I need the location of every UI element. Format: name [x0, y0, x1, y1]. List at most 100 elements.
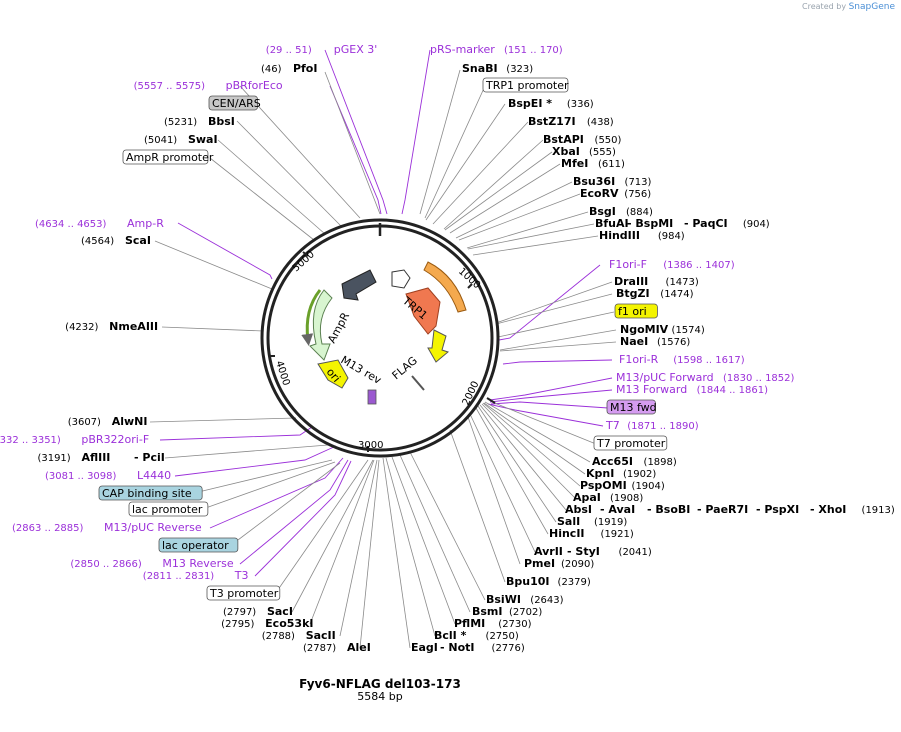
credit-prefix: Created by [802, 2, 847, 11]
site-label: ApaI(1908) [573, 491, 643, 504]
site-position: (555) [589, 147, 616, 158]
enzyme-name: EcoRV [580, 187, 619, 200]
site-position: (611) [598, 159, 625, 170]
feature-box [128, 501, 209, 517]
site-label: - PciI [134, 451, 165, 464]
site-label: EagI [411, 641, 438, 654]
enzyme-name: BsiWI [486, 593, 521, 606]
site-label: pGEX 3'(29 .. 51) [266, 43, 378, 56]
site-label: BstZ17I(438) [528, 115, 614, 128]
site-position: (1913) [862, 505, 895, 516]
enzyme-name: SacII [306, 629, 336, 642]
feature-name: TRP1 promoter [485, 79, 569, 92]
site-label: T7(1871 .. 1890) [605, 419, 699, 432]
enzyme-name: NgoMIV [620, 323, 669, 336]
site-label: BbsI(5231) [164, 115, 235, 128]
site-label: Eco53kI(2795) [221, 617, 313, 630]
site-position: (2788) [262, 631, 295, 642]
site-position: (1902) [623, 469, 656, 480]
primer-name: M13/pUC Forward [616, 371, 714, 384]
site-label: - XhoI(1913) [810, 503, 895, 516]
enzyme-name: - PaeR7I [697, 503, 748, 516]
site-label: BfuAI [595, 217, 629, 230]
feature-box [206, 585, 281, 601]
site-label: HindIII(984) [599, 229, 685, 242]
enzyme-name: HincII [549, 527, 585, 540]
enzyme-name: PflMI [454, 617, 485, 630]
ori-arrow [317, 359, 349, 389]
site-label: F1ori-R(1598 .. 1617) [619, 353, 745, 366]
feature-name: T7 promoter [596, 437, 666, 450]
site-label: M13/pUC Reverse(2863 .. 2885) [12, 521, 202, 534]
enzyme-name: PfoI [293, 62, 318, 75]
site-position: (884) [626, 207, 653, 218]
site-label: NmeAIII(4232) [65, 320, 158, 333]
site-label: - PspXI [756, 503, 799, 516]
site-label: - AvaI [600, 503, 635, 516]
site-label: ScaI(4564) [81, 234, 151, 247]
site-position: (1574) [672, 325, 705, 336]
feature-box [98, 485, 203, 501]
site-position: (438) [587, 117, 614, 128]
enzyme-name: - NotI [440, 641, 475, 654]
site-position: (3607) [68, 417, 101, 428]
site-position: (2863 .. 2885) [12, 523, 84, 534]
site-position: (3191) [37, 453, 70, 464]
enzyme-name: NmeAIII [109, 320, 158, 333]
enzyme-name: NaeI [620, 335, 648, 348]
site-label: XbaI(555) [552, 145, 616, 158]
site-label: SalI(1919) [557, 515, 627, 528]
enzyme-name: SalI [557, 515, 580, 528]
enzyme-name: Eco53kI [265, 617, 313, 630]
feature-box [122, 149, 209, 165]
site-label: PspOMI(1904) [580, 479, 665, 492]
site-position: (1474) [660, 289, 693, 300]
feature-name: CAP binding site [102, 487, 192, 500]
f1-ori-arrow [423, 261, 467, 313]
feature-name: T3 promoter [209, 587, 279, 600]
enzyme-name: AflIII [81, 451, 110, 464]
enzyme-name: - PaqCI [684, 217, 728, 230]
site-label: PflMI(2730) [454, 617, 532, 630]
site-position: (2041) [619, 547, 652, 558]
site-labels: pGEX 3'(29 .. 51) pRS-marker(151 .. 170) P… [0, 43, 895, 654]
enzyme-name: MfeI [561, 157, 588, 170]
site-position: (1898) [644, 457, 677, 468]
feature-ampr: AmpR [325, 310, 352, 345]
site-position: (1576) [657, 337, 690, 348]
site-position: (2702) [509, 607, 542, 618]
site-label: f1 ori [614, 303, 658, 319]
enzyme-name: ScaI [125, 234, 151, 247]
site-label: BstAPI(550) [543, 133, 622, 146]
site-label: pRS-marker(151 .. 170) [430, 43, 563, 56]
feature-box [606, 399, 656, 415]
site-position: (756) [624, 189, 651, 200]
site-label: - StyI(2041) [567, 545, 652, 558]
feature-name: lac promoter [132, 503, 203, 516]
site-label: M13 Forward(1844 .. 1861) [616, 383, 768, 396]
site-label: TRP1 promoter [482, 77, 569, 93]
site-label: T7 promoter [593, 435, 668, 451]
site-position: (904) [743, 219, 770, 230]
enzyme-name: ApaI [573, 491, 601, 504]
site-label: Bpu10I(2379) [506, 575, 591, 588]
primer-name: T7 [605, 419, 620, 432]
site-position: (2379) [558, 577, 591, 588]
snapgene-credit: Created by SnapGene [802, 2, 895, 12]
site-position: (3332 .. 3351) [0, 435, 61, 446]
site-position: (1844 .. 1861) [697, 385, 769, 396]
primer-name: Amp-R [127, 217, 164, 230]
site-position: (3081 .. 3098) [45, 471, 117, 482]
trp1-promoter-arrow [391, 269, 411, 289]
site-position: (5557 .. 5575) [134, 81, 206, 92]
site-position: (323) [506, 64, 533, 75]
site-position: (550) [595, 135, 622, 146]
feature-name: AmpR promoter [126, 151, 214, 164]
site-position: (2090) [561, 559, 594, 570]
site-label: pBR322ori-F(3332 .. 3351) [0, 433, 149, 446]
site-label: PfoI(46) [261, 62, 318, 75]
site-position: (2787) [303, 643, 336, 654]
site-position: (29 .. 51) [266, 45, 312, 56]
feature-name: CEN/ARS [212, 97, 261, 110]
